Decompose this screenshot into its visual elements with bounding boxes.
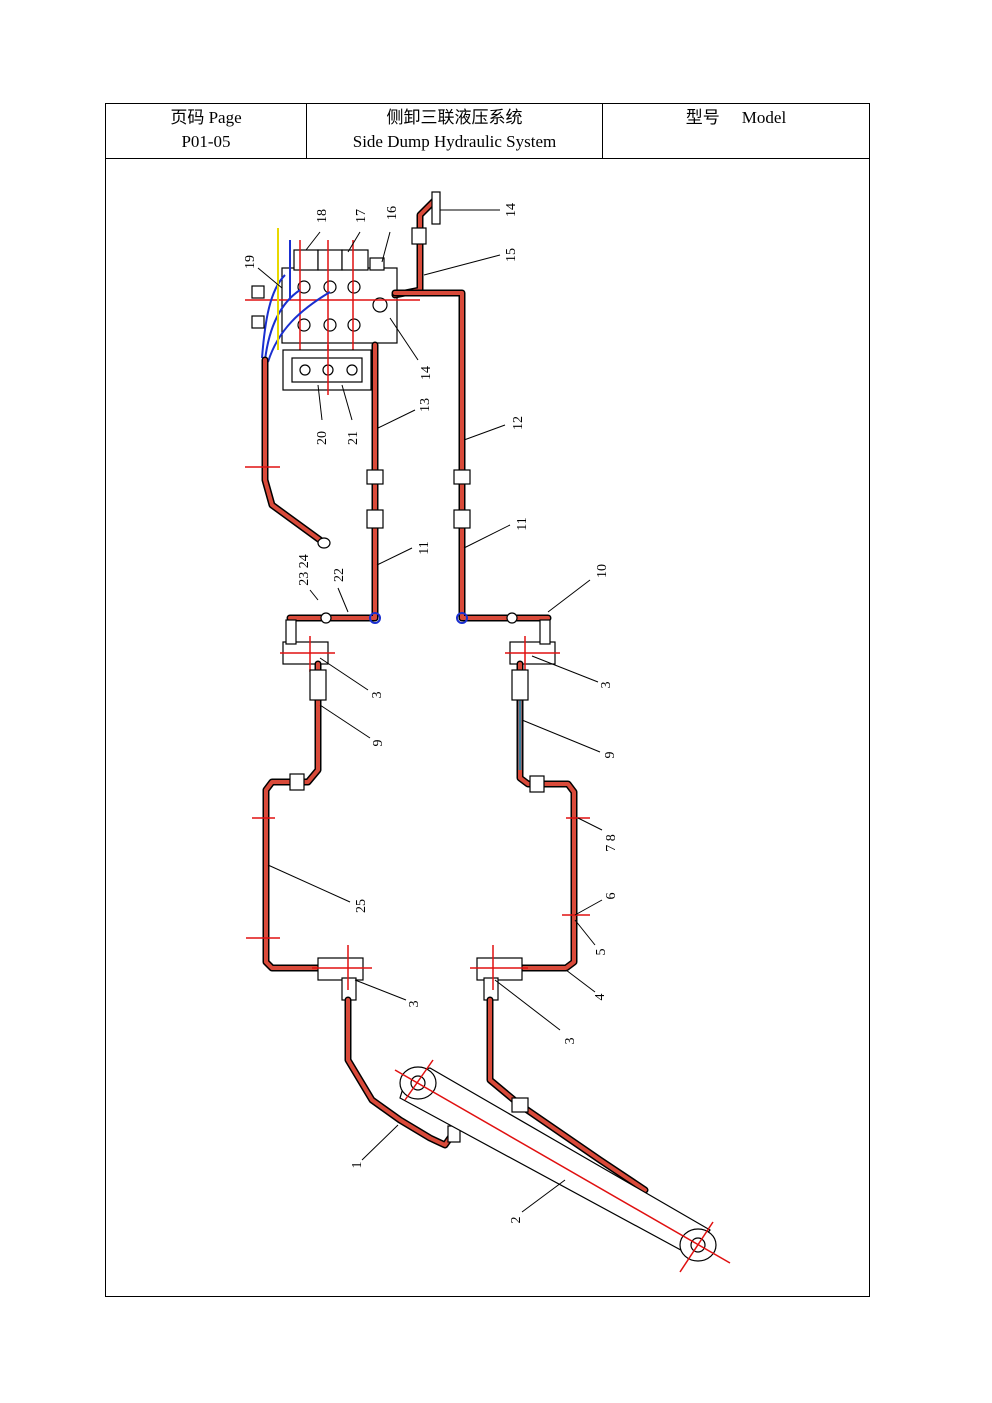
- pump-pressure-pipe: [391, 191, 441, 299]
- callout-9-right: 9: [603, 752, 618, 759]
- callout-15: 15: [504, 248, 519, 262]
- callout-14-mid: 14: [419, 366, 434, 380]
- valve-mounting-bracket: [282, 345, 372, 395]
- callout-3-lower-left: 3: [407, 1001, 422, 1008]
- hydraulic-cylinder: [394, 1059, 731, 1273]
- callout-10: 10: [595, 564, 610, 578]
- hose-to-cylinder-rod: [486, 996, 649, 1194]
- hose-1: [344, 996, 461, 1149]
- callout-3-upper-left: 3: [370, 692, 385, 699]
- tee-block-upper-right: [505, 619, 560, 672]
- callout-6: 6: [604, 893, 619, 900]
- callout-23-24: 23 24: [297, 554, 312, 586]
- title-english: Side Dump Hydraulic System: [352, 132, 557, 151]
- callout-7-8: 7 8: [604, 834, 619, 852]
- page-cell: 页码 Page P01-05: [106, 104, 307, 158]
- right-loop-pipe: [511, 660, 590, 972]
- callout-5: 5: [594, 949, 609, 956]
- callout-17: 17: [354, 209, 369, 223]
- callout-labels: 14 15 16 17 18 19 14 13 12 20 21 11 11 2…: [243, 203, 619, 1224]
- return-hose: [245, 356, 331, 549]
- callout-1: 1: [350, 1162, 365, 1169]
- drawing-sheet: 页码 Page P01-05 侧卸三联液压系统 Side Dump Hydrau…: [105, 103, 870, 1297]
- page-label: 页码 Page: [170, 108, 242, 127]
- callout-16: 16: [385, 206, 400, 220]
- callout-11-right: 11: [515, 517, 530, 530]
- callout-21: 21: [346, 431, 361, 445]
- pipe-12-right-line: [391, 289, 552, 624]
- left-loop-pipe: [246, 660, 327, 972]
- model-label-cn: 型号: [685, 108, 720, 127]
- title-block: 页码 Page P01-05 侧卸三联液压系统 Side Dump Hydrau…: [106, 104, 869, 159]
- title-cell: 侧卸三联液压系统 Side Dump Hydraulic System: [307, 104, 603, 158]
- tee-block-lower-left: [312, 945, 372, 1001]
- callout-3-lower-right: 3: [563, 1038, 578, 1045]
- control-hoses: [251, 228, 331, 363]
- title-chinese: 侧卸三联液压系统: [386, 108, 523, 127]
- callout-25: 25: [354, 899, 369, 913]
- callout-14-top: 14: [504, 203, 519, 217]
- callout-20: 20: [315, 431, 330, 445]
- callout-18: 18: [315, 209, 330, 223]
- callout-4: 4: [593, 994, 608, 1001]
- model-label-en: Model: [741, 108, 787, 127]
- callout-2: 2: [509, 1217, 524, 1224]
- leader-lines: [257, 209, 603, 1213]
- callout-11-left: 11: [417, 541, 432, 554]
- triple-valve-block: [245, 240, 420, 370]
- callout-9-left: 9: [371, 740, 386, 747]
- callout-3-upper-right: 3: [599, 682, 614, 689]
- tee-block-upper-left: [280, 619, 335, 672]
- callout-22: 22: [332, 568, 347, 582]
- callout-12: 12: [511, 416, 526, 430]
- page-number: P01-05: [181, 132, 231, 151]
- callout-13: 13: [418, 398, 433, 412]
- callout-19: 19: [243, 255, 258, 269]
- pipe-13-left-line: [286, 341, 384, 624]
- model-cell: 型号 Model: [603, 104, 869, 158]
- tee-block-lower-right: [470, 945, 528, 1001]
